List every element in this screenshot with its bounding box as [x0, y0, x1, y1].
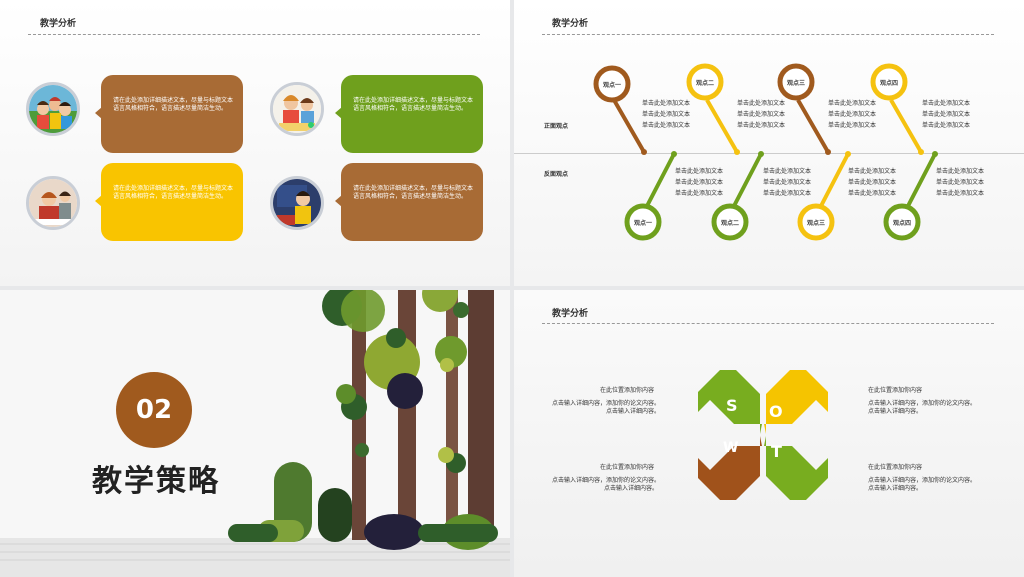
- top-text-3[interactable]: 单击此处添加文本单击此处添加文本单击此处添加文本: [828, 100, 877, 129]
- bottom-text-1[interactable]: 单击此处添加文本单击此处添加文本单击此处添加文本: [675, 168, 724, 197]
- description-text: 请在此处添加详细描述文本，尽量与标题文本语言风格相符合，语言描述尽量简洁生动。: [113, 97, 234, 112]
- viewpoint-pins: [593, 63, 938, 241]
- block-heading[interactable]: 在此位置添加你内容: [868, 387, 923, 394]
- bottom-text-3[interactable]: 单击此处添加文本单击此处添加文本单击此处添加文本: [848, 168, 897, 197]
- bottom-pin-2: [711, 151, 764, 241]
- slide-teaching-analysis-1[interactable]: 教学分析: [0, 0, 510, 286]
- bottom-pin-4: [883, 151, 938, 241]
- top-pin-2: [686, 63, 740, 155]
- top-text-2[interactable]: 单击此处添加文本单击此处添加文本单击此处添加文本: [737, 100, 786, 129]
- teacher-photo: [270, 176, 324, 230]
- top-pin-3: [777, 63, 831, 155]
- title-divider: [28, 34, 480, 35]
- description-box-2[interactable]: 请在此处添加详细描述文本，尽量与标题文本语言风格相符合，语言描述尽量简洁生动。: [335, 75, 483, 153]
- slide-section-title[interactable]: 02 教学策略: [0, 290, 510, 577]
- students-photo: [26, 176, 80, 230]
- forest-illustration: [0, 290, 510, 577]
- kids-photo: [26, 82, 80, 136]
- pin-label: 观点三: [786, 80, 805, 87]
- swot-s-letter: S: [726, 396, 738, 415]
- pin-label: 观点一: [633, 220, 652, 227]
- section-number-badge: 02: [116, 372, 192, 448]
- pin-label: 观点二: [720, 220, 739, 227]
- center-divider: [514, 153, 1024, 154]
- negative-label: 反面观点: [544, 171, 569, 178]
- top-pin-4: [870, 63, 924, 155]
- block-text[interactable]: 点击输入详细内容，添加你的论文内容。点击输入详细内容。: [868, 400, 977, 415]
- description-box-4[interactable]: 请在此处添加详细描述文本，尽量与标题文本语言风格相符合，语言描述尽量简洁生动。: [335, 163, 483, 241]
- top-text-1[interactable]: 单击此处添加文本单击此处添加文本单击此处添加文本: [642, 100, 691, 129]
- description-text: 请在此处添加详细描述文本，尽量与标题文本语言风格相符合，语言描述尽量简洁生动。: [113, 185, 234, 200]
- top-text-4[interactable]: 单击此处添加文本单击此处添加文本单击此处添加文本: [922, 100, 971, 129]
- swot-t-letter: T: [771, 442, 782, 461]
- kids-painting-photo: [270, 82, 324, 136]
- swot-o-arrow: [764, 370, 828, 434]
- pin-label: 观点一: [602, 82, 621, 89]
- swot-w-arrow: [698, 436, 762, 500]
- slide-title: 教学分析: [552, 19, 589, 29]
- description-text: 请在此处添加详细描述文本，尽量与标题文本语言风格相符合，语言描述尽量简洁生动。: [353, 97, 474, 112]
- positive-label: 正面观点: [544, 123, 569, 130]
- pin-label: 观点二: [695, 80, 714, 87]
- swot-s-arrow: [698, 370, 762, 434]
- swot-o-letter: O: [769, 402, 783, 421]
- block-heading[interactable]: 在此位置添加你内容: [868, 464, 923, 471]
- block-heading[interactable]: 在此位置添加你内容: [600, 387, 655, 394]
- section-title: 教学策略: [92, 464, 220, 499]
- slide-title: 教学分析: [552, 309, 589, 319]
- block-text[interactable]: 点击输入详细内容，添加你的论文内容。点击输入详细内容。: [552, 477, 661, 492]
- slide-title: 教学分析: [40, 19, 77, 29]
- title-divider: [542, 34, 994, 35]
- slide-teaching-analysis-2[interactable]: 教学分析 正面观点 反面观点 观点一 观点二 观点三 观点四 观点一 观点二 观…: [514, 0, 1024, 286]
- bottom-pin-1: [624, 151, 677, 241]
- pin-label: 观点四: [892, 220, 911, 227]
- top-pin-1: [593, 65, 647, 155]
- description-box-3[interactable]: 请在此处添加详细描述文本，尽量与标题文本语言风格相符合，语言描述尽量简洁生动。: [95, 163, 243, 241]
- swot-t-arrow: [764, 436, 828, 500]
- pin-label: 观点三: [806, 220, 825, 227]
- block-text[interactable]: 点击输入详细内容，添加你的论文内容。点击输入详细内容。: [868, 477, 977, 492]
- block-text[interactable]: 点击输入详细内容，添加你的论文内容。点击输入详细内容。: [552, 400, 661, 415]
- block-heading[interactable]: 在此位置添加你内容: [600, 464, 655, 471]
- description-box-1[interactable]: 请在此处添加详细描述文本，尽量与标题文本语言风格相符合，语言描述尽量简洁生动。: [95, 75, 243, 153]
- bottom-pin-3: [797, 151, 851, 241]
- slide-swot-analysis[interactable]: 教学分析 在此位置添加你内容 点击输入详细内容，添加你的论文内容。点击输入详细内…: [514, 290, 1024, 577]
- title-divider: [542, 323, 994, 324]
- bottom-text-2[interactable]: 单击此处添加文本单击此处添加文本单击此处添加文本: [763, 168, 812, 197]
- bottom-text-4[interactable]: 单击此处添加文本单击此处添加文本单击此处添加文本: [936, 168, 985, 197]
- swot-diagram: [698, 370, 828, 500]
- description-text: 请在此处添加详细描述文本，尽量与标题文本语言风格相符合，语言描述尽量简洁生动。: [353, 185, 474, 200]
- pin-label: 观点四: [879, 80, 898, 87]
- swot-w-letter: W: [723, 440, 739, 456]
